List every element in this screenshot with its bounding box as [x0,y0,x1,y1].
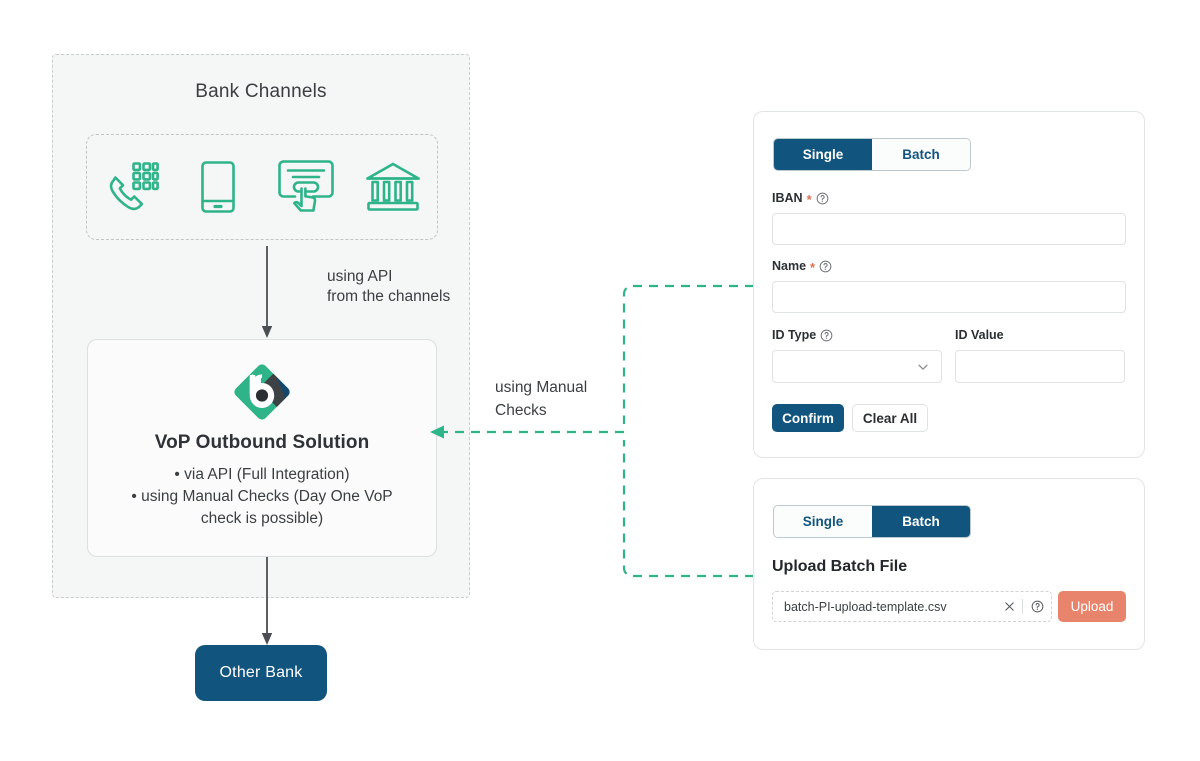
id-value-label-text: ID Value [955,328,1004,342]
vop-bullet-line-1: • via API (Full Integration) [174,466,350,483]
tab-batch[interactable]: Batch [872,139,970,170]
confirm-button[interactable]: Confirm [772,404,844,432]
name-required-asterisk: * [810,259,816,275]
batch-panel-tabs: Single Batch [773,505,971,538]
iban-input[interactable] [772,213,1126,245]
upload-batch-file-heading: Upload Batch File [772,558,908,575]
phone-keypad-icon [97,155,165,219]
id-value-input[interactable] [955,350,1125,383]
chevron-down-icon[interactable] [916,360,930,374]
name-input[interactable] [772,281,1126,313]
manual-checks-label-line2: Checks [495,402,547,419]
mobile-phone-icon [184,155,252,219]
iban-label: IBAN * [772,191,829,207]
clear-all-button[interactable]: Clear All [852,404,928,432]
manual-checks-label-line1: using Manual [495,379,588,396]
other-bank-arrow [261,557,273,645]
vop-card-title: VoP Outbound Solution [154,432,370,453]
id-type-label: ID Type [772,328,833,342]
api-arrow [261,246,273,338]
name-label-text: Name [772,259,807,273]
vop-outbound-solution-card: VoP Outbound Solution • via API (Full In… [87,339,437,557]
bank-channels-group: Bank Channels [52,54,470,645]
id-type-label-text: ID Type [772,328,817,342]
iban-required-asterisk: * [806,191,812,207]
bank-building-icon [359,155,427,219]
selected-file-name: batch-PI-upload-template.csv [784,599,947,614]
api-arrow-label-line1: using API [327,268,393,285]
help-circle-icon[interactable] [816,192,829,205]
api-arrow-label: using API from the channels [327,267,450,307]
vop-bullet-line-3: check is possible) [200,510,324,527]
help-circle-icon[interactable] [819,260,832,273]
close-icon[interactable] [996,600,1022,613]
selected-file-chip: batch-PI-upload-template.csv [772,591,1052,622]
iban-label-text: IBAN [772,191,803,205]
touchscreen-click-icon [272,155,340,219]
name-label: Name * [772,259,832,275]
manual-checks-connector [430,284,770,578]
help-circle-icon[interactable] [820,329,833,342]
id-type-select[interactable] [772,350,942,383]
vop-diamond-b-logo [232,362,292,422]
tab-single[interactable]: Single [774,139,872,170]
api-arrow-label-line2: from the channels [327,288,451,305]
id-value-label: ID Value [955,328,1004,342]
bank-channels-title: Bank Channels [195,81,327,102]
other-bank-node: Other Bank [195,645,327,701]
upload-button[interactable]: Upload [1058,591,1126,622]
channels-icon-row [86,134,438,240]
help-circle-icon[interactable] [1023,600,1051,613]
tab-single[interactable]: Single [774,506,872,537]
chip-divider [1022,599,1023,614]
manual-checks-label: using Manual Checks [495,376,587,422]
vop-bullet-line-2: • using Manual Checks (Day One VoP [131,488,393,505]
tab-batch[interactable]: Batch [872,506,970,537]
single-panel-tabs: Single Batch [773,138,971,171]
vop-card-bullets: • via API (Full Integration) • using Man… [102,464,422,530]
